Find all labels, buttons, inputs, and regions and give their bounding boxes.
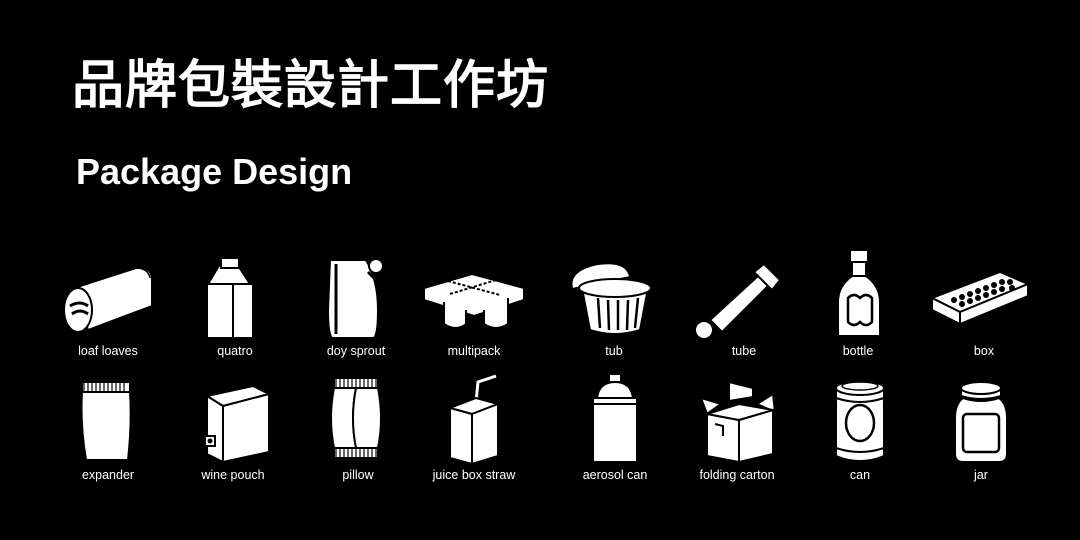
package-item-doy-sprout: doy sprout	[296, 250, 416, 368]
doy-spout-pouch-icon	[326, 258, 384, 339]
jar-icon	[954, 381, 1008, 463]
pillow-pack-icon	[330, 377, 382, 459]
package-label: pillow	[342, 468, 374, 482]
quatro-carton-icon	[206, 257, 254, 339]
package-item-folding-carton: folding carton	[677, 374, 797, 492]
aerosol-can-icon	[592, 373, 638, 463]
loaf-icon	[63, 266, 153, 333]
box-icon	[929, 270, 1031, 326]
can-icon	[835, 380, 885, 462]
package-grid: loaf loaves quatro doy sprout multipack	[0, 249, 1080, 510]
multipack-icon	[423, 272, 525, 329]
package-item-multipack: multipack	[414, 250, 534, 368]
package-item-juice-box: juice box straw	[414, 374, 534, 492]
package-item-pillow: pillow	[298, 374, 418, 492]
package-label: bottle	[842, 344, 874, 358]
package-item-tub: tub	[554, 250, 674, 368]
package-item-tube: tube	[684, 250, 804, 368]
package-item-wine-pouch: wine pouch	[173, 374, 293, 492]
package-item-bottle: bottle	[798, 249, 918, 368]
folding-carton-icon	[699, 380, 777, 464]
package-label: multipack	[447, 344, 501, 358]
package-label: doy sprout	[326, 344, 386, 358]
package-item-jar: jar	[921, 374, 1041, 492]
expander-bag-icon	[80, 381, 132, 461]
package-label: can	[849, 468, 871, 482]
bottle-icon	[837, 249, 881, 337]
package-label: tub	[605, 344, 623, 358]
package-item-loaf: loaf loaves	[48, 250, 168, 368]
package-item-expander: expander	[48, 374, 168, 492]
tub-icon	[570, 262, 652, 335]
page-subtitle: Package Design	[76, 151, 353, 192]
package-label: juice box straw	[432, 468, 516, 482]
package-item-box: box	[924, 250, 1044, 368]
tube-icon	[694, 262, 782, 340]
package-item-aerosol: aerosol can	[555, 373, 675, 492]
package-label: wine pouch	[201, 468, 265, 482]
package-label: quatro	[217, 344, 253, 358]
package-item-can: can	[800, 374, 920, 492]
juice-box-icon	[446, 374, 502, 466]
package-label: expander	[81, 468, 135, 482]
package-label: folding carton	[699, 468, 775, 482]
package-label: loaf loaves	[78, 344, 138, 358]
page-title: 品牌包裝設計工作坊	[72, 56, 550, 116]
package-label: aerosol can	[582, 468, 648, 482]
package-item-quatro: quatro	[175, 250, 295, 368]
package-label: tube	[731, 344, 757, 358]
package-label: jar	[974, 468, 988, 482]
package-label: box	[973, 344, 995, 358]
wine-pouch-box-icon	[204, 384, 272, 464]
